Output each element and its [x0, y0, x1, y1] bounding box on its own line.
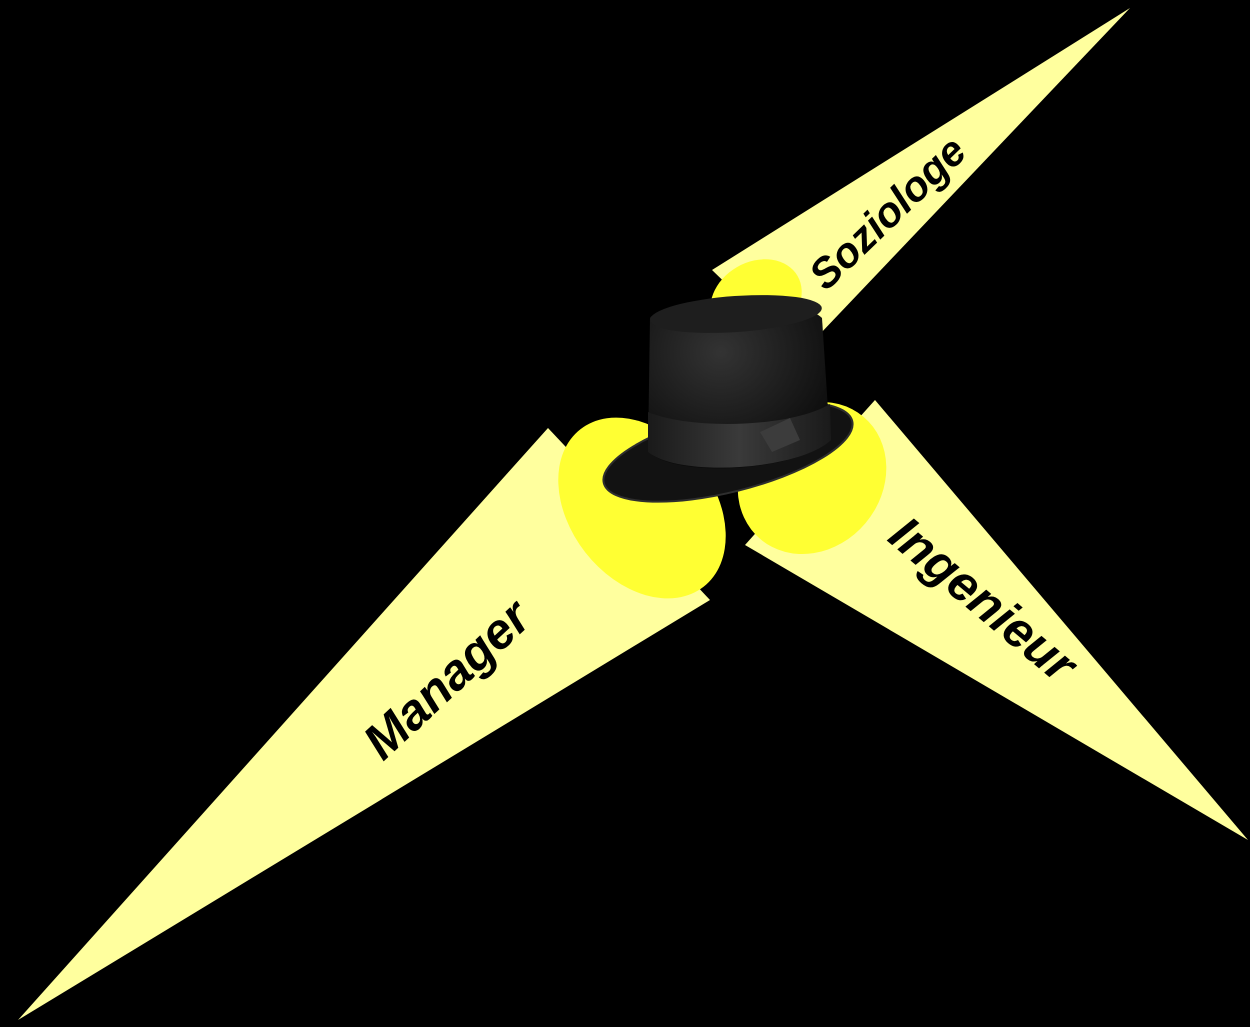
hat-crown-top [650, 295, 822, 333]
hat-bow [760, 418, 800, 452]
hat-band [648, 404, 831, 468]
beam-soziologe-cone [712, 8, 1130, 355]
beam-manager-cone [18, 428, 710, 1020]
top-hat-icon [602, 295, 854, 503]
